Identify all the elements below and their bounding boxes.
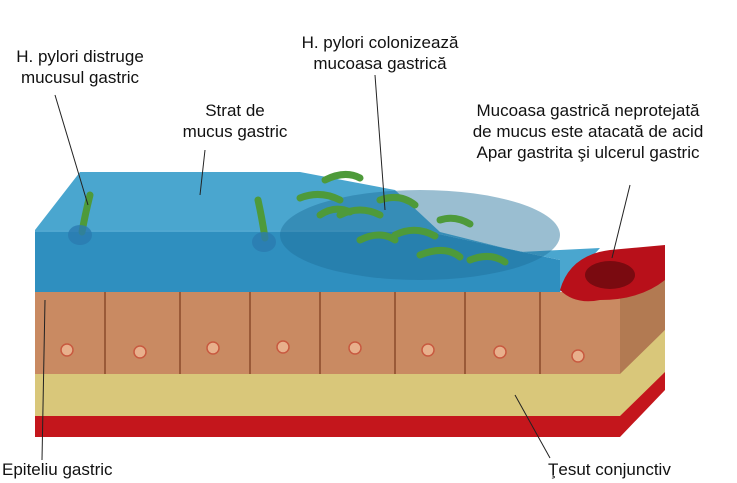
label-destroys-line2: mucusul gastric — [20, 68, 140, 87]
label-colonizes-line1: H. pylori colonizează — [301, 33, 459, 52]
bacteria-colony-mucus — [280, 190, 560, 280]
h-pylori-bacteria — [78, 171, 509, 266]
label-mucus-line1: Strat de — [205, 101, 265, 120]
label-acid-line1: Mucoasa gastrică neprotejată — [476, 101, 700, 120]
label-acid-line2: de mucus este atacată de acid — [472, 122, 704, 141]
label-epithelium: Epiteliu gastric — [2, 460, 113, 479]
epithelium-layer — [35, 292, 620, 374]
cell-nuclei — [60, 340, 585, 363]
pointer-lines — [41, 74, 631, 461]
mucus-front — [35, 230, 560, 292]
blood-layer — [35, 370, 665, 437]
label-acid-line3: Apar gastrita şi ulcerul gastric — [476, 143, 700, 162]
label-mucus-line2: mucus gastric — [182, 122, 288, 141]
label-colonizes-line2: mucoasa gastrică — [313, 54, 447, 73]
label-connective: Ţesut conjunctiv — [548, 460, 671, 479]
mucus-top — [35, 172, 600, 292]
label-destroys-line1: H. pylori distruge — [16, 47, 144, 66]
